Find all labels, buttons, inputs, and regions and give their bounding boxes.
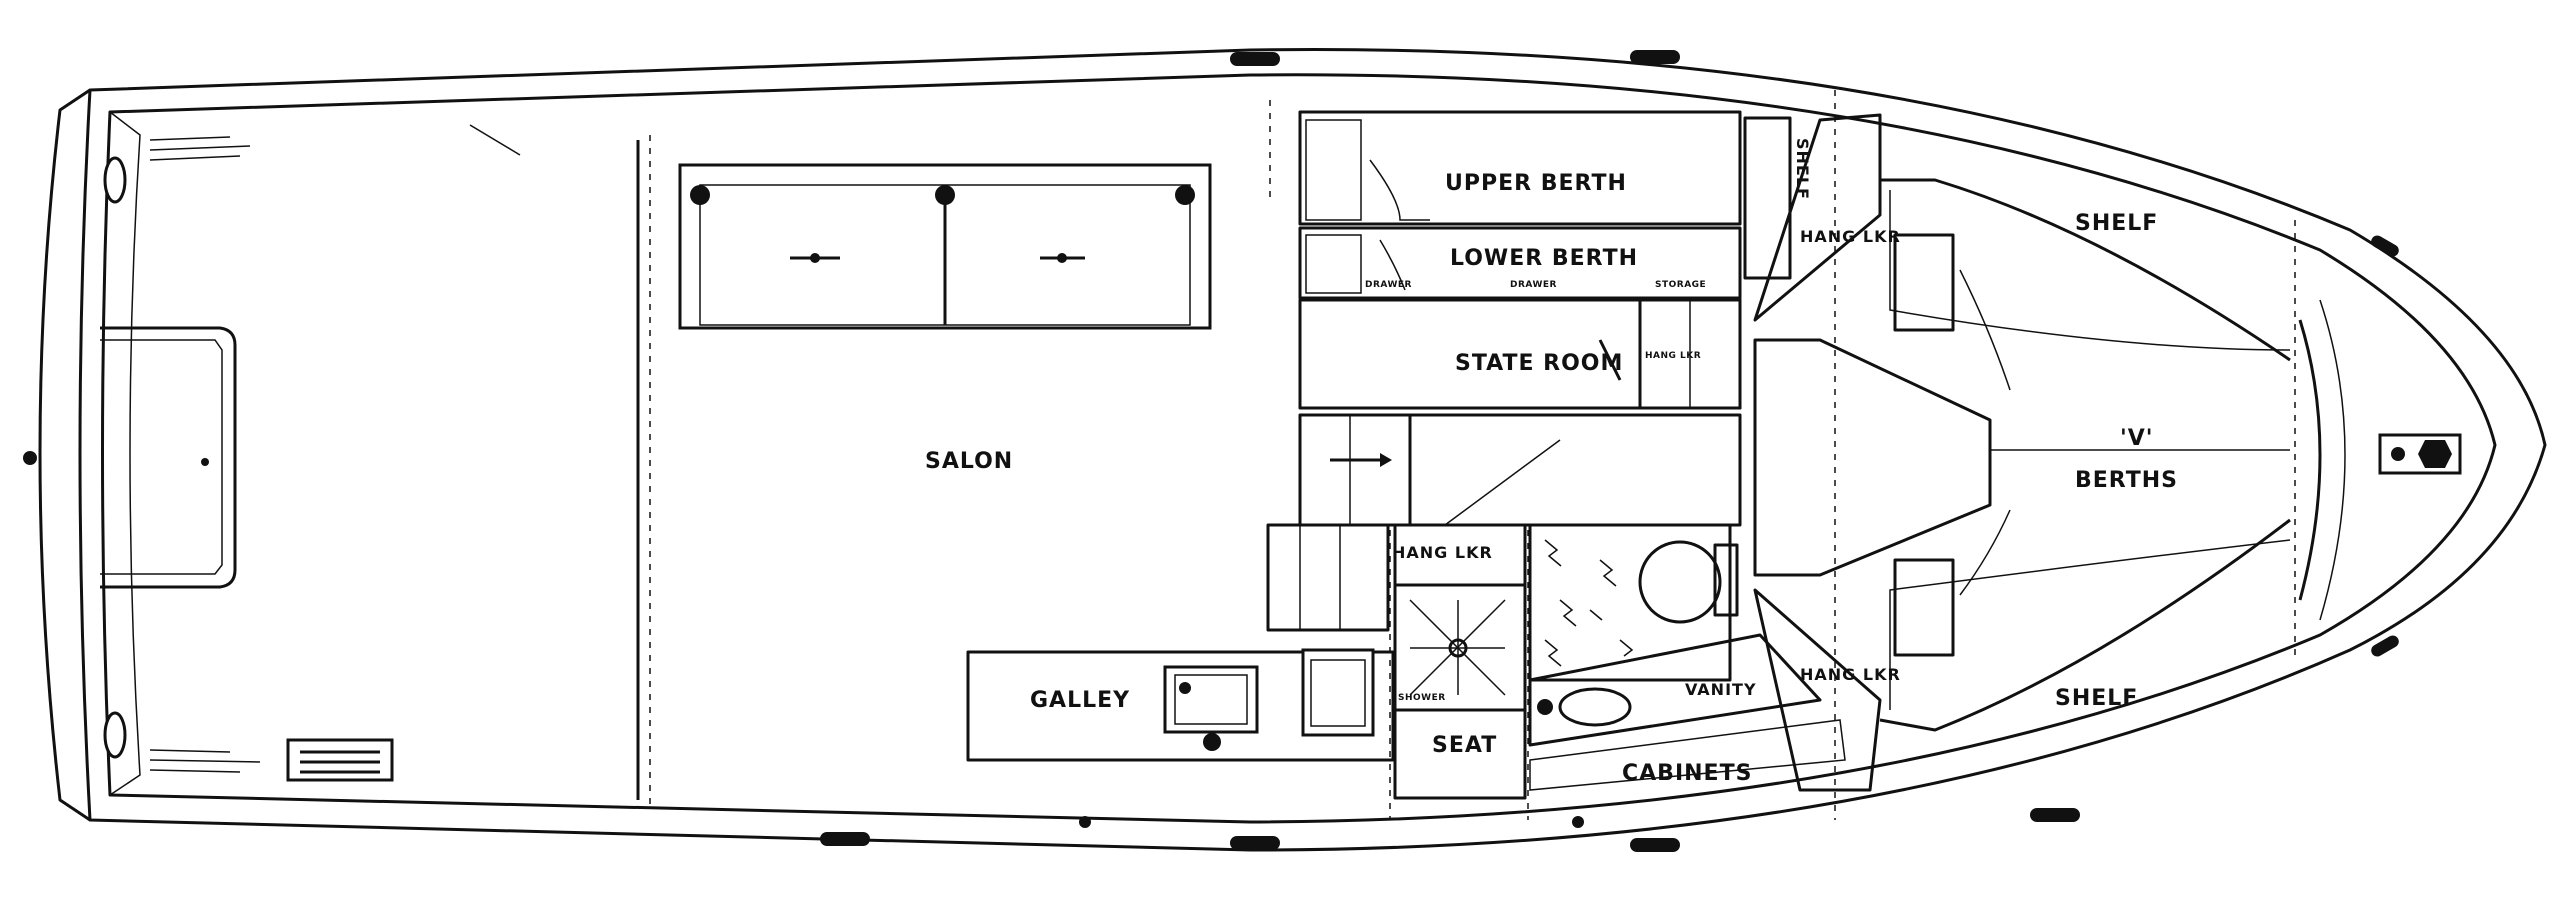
transom	[38, 88, 91, 822]
label-hang-lkr-mid: HANG LKR	[1392, 543, 1493, 562]
deck-dots	[1079, 816, 1584, 828]
label-shelf-top: SHELF	[2075, 211, 2158, 236]
hatch-latch	[201, 458, 209, 466]
label-shower: SHOWER	[1398, 693, 1446, 703]
cleats	[820, 50, 2399, 852]
label-hang-lkr-fwd-bottom: HANG LKR	[1800, 665, 1901, 684]
label-hang-lkr-small: HANG LKR	[1645, 351, 1701, 361]
deck-fitting	[286, 738, 394, 782]
label-vanity: VANITY	[1685, 680, 1757, 699]
label-storage: STORAGE	[1655, 280, 1706, 290]
cockpit-hatch-inner	[100, 339, 223, 575]
label-state-room: STATE ROOM	[1455, 351, 1623, 376]
label-drawer-2: DRAWER	[1510, 280, 1557, 290]
label-cabinets: CABINETS	[1622, 761, 1752, 786]
label-lower-berth: LOWER BERTH	[1450, 246, 1638, 271]
stern-cleats	[23, 156, 127, 759]
label-berths: BERTHS	[2075, 468, 2178, 493]
label-shelf-vertical: SHELF	[1793, 138, 1812, 200]
hull-outline	[78, 48, 2547, 852]
head-area	[1266, 523, 1846, 800]
v-berth	[1743, 113, 2462, 792]
label-galley: GALLEY	[1030, 688, 1130, 713]
label-drawer-1: DRAWER	[1365, 280, 1412, 290]
companionway-steps	[1298, 413, 1742, 527]
label-hang-lkr-fwd-top: HANG LKR	[1800, 227, 1901, 246]
label-v: 'V'	[2120, 426, 2154, 451]
label-salon: SALON	[925, 449, 1013, 474]
hull-inner-line	[101, 73, 2497, 824]
transom-inner	[109, 111, 141, 796]
state-room-block	[1298, 110, 1742, 410]
cockpit-hatch	[100, 326, 237, 589]
label-seat: SEAT	[1432, 733, 1497, 758]
cockpit-hatching	[149, 124, 521, 773]
galley	[966, 648, 1395, 762]
label-upper-berth: UPPER BERTH	[1445, 171, 1627, 196]
salon-settee	[678, 163, 1212, 330]
label-shelf-bottom: SHELF	[2055, 686, 2138, 711]
